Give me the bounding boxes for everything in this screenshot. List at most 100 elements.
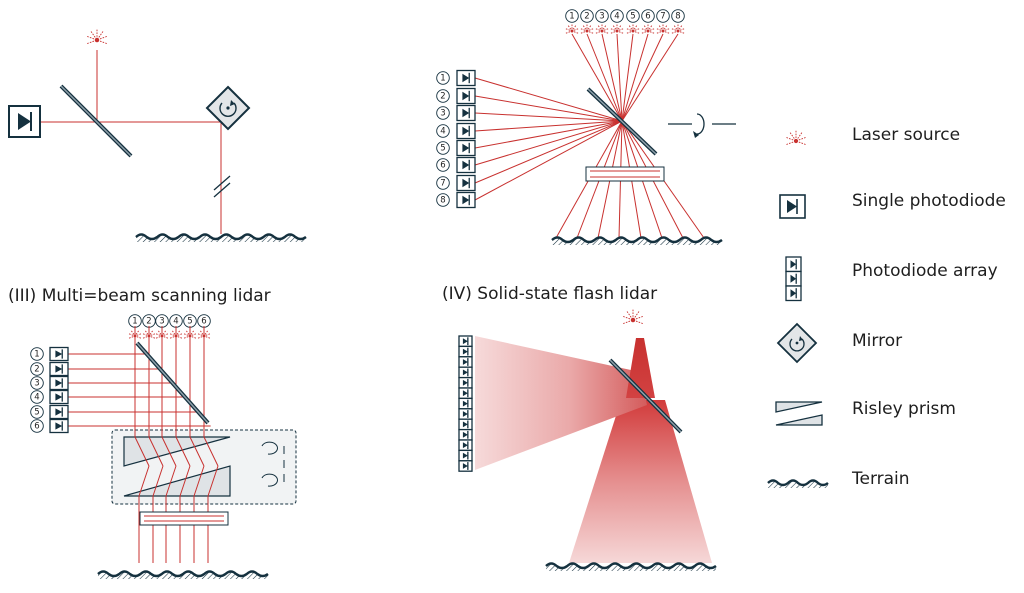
channel-number-label: 4 [34,393,39,403]
laser-burst-icon [609,23,625,34]
channel-number-label: 3 [159,317,164,327]
rotating-mirror-icon [205,85,251,131]
photodiode-cell [458,428,473,441]
laser-burst-icon [785,130,807,146]
photodiode-cell [458,408,473,420]
laser-burst-icon [670,23,686,34]
left-channel-numbers: 1 2 3 4 5 6 7 8 [436,71,450,207]
channel-number-label: 1 [440,74,445,84]
photodiode-cell [49,389,69,405]
channel-number-marker: 1 [128,314,142,328]
laser-source-icon [86,28,108,45]
channel-number-label: 5 [440,144,445,154]
legend-terrain-icon [767,479,829,488]
laser-burst-icon [579,23,595,34]
channel-number-marker: 6 [641,9,655,23]
legend-terrain-label: Terrain [851,469,910,489]
channel-number-label: 2 [440,92,445,102]
photodiode-cell [458,356,473,368]
channel-number-label: 2 [584,12,589,22]
legend-photodiode-array-icon [785,256,802,302]
photodiode-cell [456,156,476,174]
channel-number-marker: 1 [565,9,579,23]
channel-number-label: 1 [132,317,137,327]
laser-burst-icon [640,23,656,34]
photodiode-array-icon [49,346,69,434]
photodiode-cell [456,69,476,87]
legend-risley-prism-icon [775,401,823,426]
channel-number-label: 7 [440,179,445,189]
channel-number-marker: 5 [183,314,197,328]
channel-number-marker: 4 [30,390,44,404]
laser-source-array [128,329,211,339]
legend-photodiode-array-label: Photodiode array [852,261,998,281]
photodiode-cell [456,104,476,122]
terrain-surface [551,236,723,245]
channel-number-marker: 1 [30,347,44,361]
laser-burst-icon [564,23,580,34]
channel-number-marker: 7 [436,176,450,190]
channel-number-label: 3 [440,109,445,119]
channel-number-marker: 1 [436,71,450,85]
channel-number-label: 6 [201,317,206,327]
channel-number-label: 4 [440,127,445,137]
lens-icon [139,511,229,526]
beam-paths [474,33,705,239]
photodiode-cell [458,376,473,389]
channel-number-marker: 2 [436,89,450,103]
legend-single-photodiode-icon [779,194,806,219]
channel-number-label: 6 [645,12,650,22]
photodiode-cell [458,397,473,410]
channel-number-label: 4 [173,317,178,327]
photodiode-cell [458,439,473,452]
channel-number-marker: 3 [30,376,44,390]
channel-number-marker: 6 [197,314,211,328]
channel-number-marker: 2 [30,362,44,376]
channel-number-marker: 3 [155,314,169,328]
laser-burst-icon [594,23,610,34]
channel-number-marker: 7 [656,9,670,23]
channel-number-label: 6 [34,422,39,432]
channel-number-marker: 4 [169,314,183,328]
terrain-surface [545,562,717,571]
photodiode-cell [458,387,473,400]
photodiode-cell [49,418,69,434]
terrain-icon [545,562,717,571]
photodiode-cell [49,404,69,420]
channel-number-label: 5 [630,12,635,22]
photodiode-cell [49,346,69,362]
channel-number-label: 8 [675,12,680,22]
channel-number-label: 1 [34,350,39,360]
channel-number-label: 6 [440,161,445,171]
terrain-icon [97,570,269,579]
channel-number-marker: 8 [436,193,450,207]
channel-number-marker: 6 [436,158,450,172]
photodiode-cell [785,285,802,302]
photodiode-array-icon [456,69,476,209]
laser-burst-icon [155,329,169,339]
photodiode-cell [49,375,69,391]
legend-single-photodiode-label: Single photodiode [852,191,1006,211]
terrain-surface [97,570,269,579]
flash-beam-down [569,400,712,563]
terrain-icon [135,233,307,242]
terrain-icon [551,236,723,245]
laser-source-icon [622,308,644,325]
channel-number-marker: 2 [580,9,594,23]
flash-beam-return [475,336,647,470]
legend-laser-source-label: Laser source [852,125,960,145]
laser-burst-icon [655,23,671,34]
terrain-surface [767,479,829,488]
photodiode-cell [458,418,473,431]
legend-mirror-label: Mirror [852,331,902,351]
laser-burst-icon [128,329,142,339]
rotation-indicator [668,113,736,138]
channel-number-marker: 8 [671,9,685,23]
photodiode-cell [456,191,476,209]
